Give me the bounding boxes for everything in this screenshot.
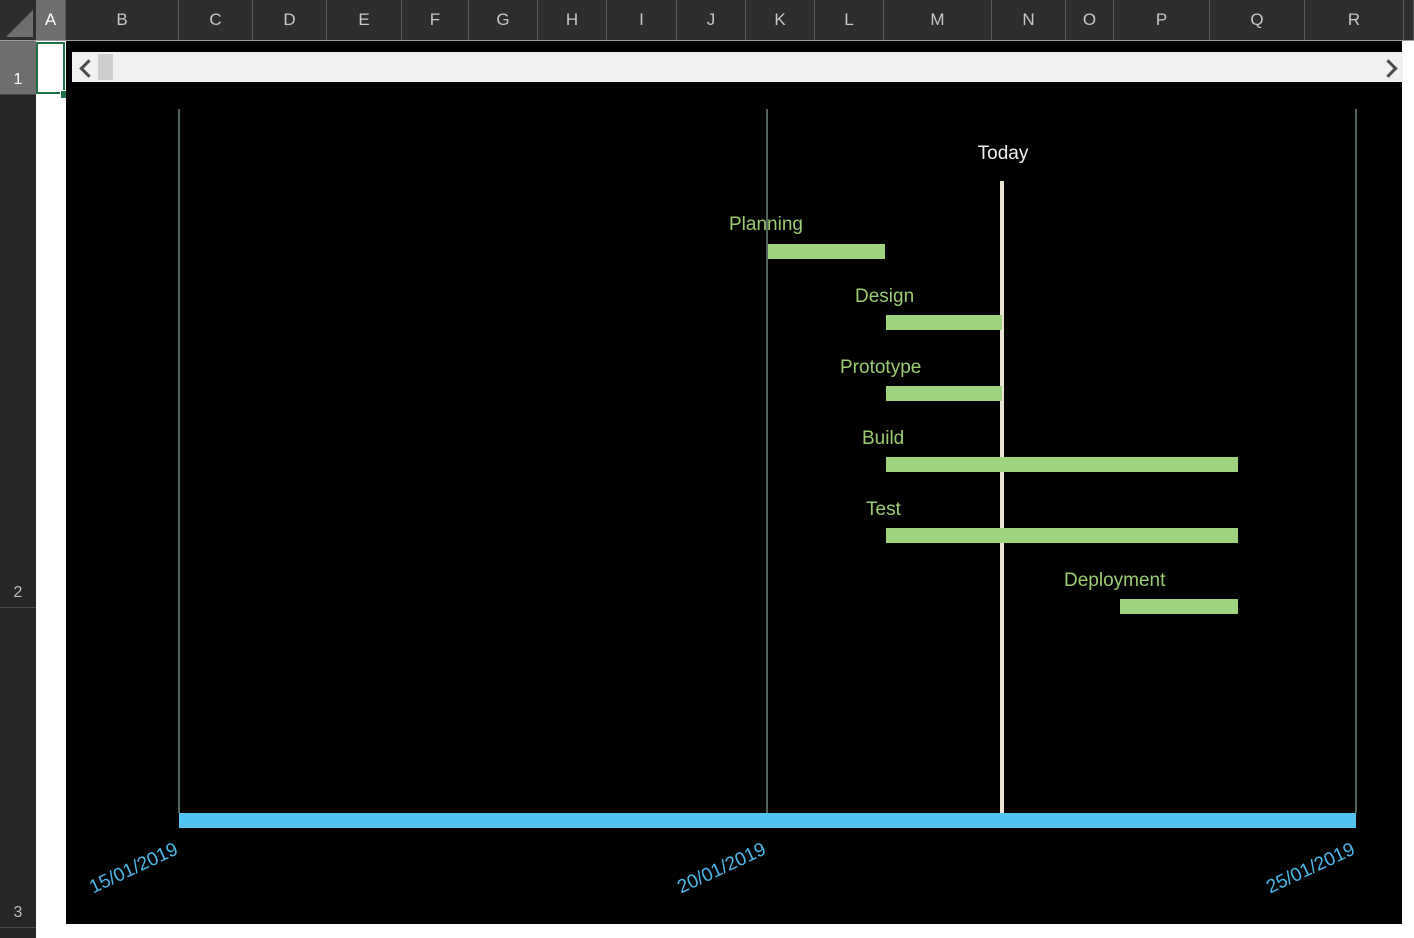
task-bar-test[interactable]	[886, 528, 1238, 543]
column-header-a[interactable]: A	[36, 0, 66, 40]
axis-label-20-01-2019: 20/01/2019	[674, 838, 770, 899]
timeline-axis-bar[interactable]	[179, 813, 1356, 828]
column-header-i[interactable]: I	[607, 0, 677, 40]
gridline-25-01	[1355, 109, 1357, 813]
task-bar-prototype[interactable]	[886, 386, 1002, 401]
today-label: Today	[977, 143, 1029, 164]
column-header-k[interactable]: K	[746, 0, 815, 40]
column-header-h[interactable]: H	[538, 0, 607, 40]
column-header-o[interactable]: O	[1066, 0, 1114, 40]
column-header-d[interactable]: D	[253, 0, 327, 40]
task-label-planning: Planning	[729, 214, 803, 235]
gantt-chart[interactable]: Today Planning Design Prototype Build Te…	[66, 41, 1402, 924]
row-header-column: 1 2 3	[0, 41, 37, 938]
column-header-m[interactable]: M	[884, 0, 992, 40]
column-header-partial[interactable]	[1404, 0, 1414, 40]
column-a-cells[interactable]	[36, 41, 66, 938]
column-header-c[interactable]: C	[179, 0, 253, 40]
column-header-l[interactable]: L	[815, 0, 884, 40]
sheet-cells-right-of-chart[interactable]	[1402, 41, 1414, 938]
task-label-build: Build	[862, 428, 905, 449]
scrollbar-thumb[interactable]	[98, 54, 113, 80]
column-header-f[interactable]: F	[402, 0, 469, 40]
axis-label-15-01-2019: 15/01/2019	[86, 838, 182, 899]
select-all-corner[interactable]	[0, 0, 37, 41]
row-header-3[interactable]: 3	[0, 608, 36, 928]
scroll-right-icon[interactable]	[1379, 59, 1398, 78]
task-label-deployment: Deployment	[1064, 570, 1166, 591]
gridline-20-01	[766, 109, 768, 813]
active-cell-selection[interactable]	[36, 42, 65, 94]
column-header-q[interactable]: Q	[1210, 0, 1305, 40]
task-bar-planning[interactable]	[768, 244, 885, 259]
task-bar-deployment[interactable]	[1120, 599, 1238, 614]
today-marker-line	[1000, 181, 1004, 820]
fill-handle[interactable]	[60, 90, 68, 98]
row-header-2[interactable]: 2	[0, 95, 36, 608]
column-header-row: A B C D E F G H I J K L M N O P Q R	[36, 0, 1414, 41]
row-header-1[interactable]: 1	[0, 41, 36, 95]
select-all-triangle-icon	[6, 10, 33, 37]
task-label-test: Test	[866, 499, 901, 520]
horizontal-scrollbar[interactable]	[72, 52, 1403, 82]
column-header-e[interactable]: E	[327, 0, 402, 40]
column-header-g[interactable]: G	[469, 0, 538, 40]
column-header-n[interactable]: N	[992, 0, 1066, 40]
sheet-cells-below-chart[interactable]	[66, 924, 1414, 938]
column-header-p[interactable]: P	[1114, 0, 1210, 40]
task-label-design: Design	[855, 286, 915, 307]
scroll-left-icon[interactable]	[79, 59, 98, 78]
task-bar-design[interactable]	[886, 315, 1002, 330]
axis-label-25-01-2019: 25/01/2019	[1263, 838, 1359, 899]
column-header-b[interactable]: B	[66, 0, 179, 40]
task-bar-build[interactable]	[886, 457, 1238, 472]
column-header-j[interactable]: J	[677, 0, 746, 40]
task-label-prototype: Prototype	[840, 357, 922, 378]
column-header-r[interactable]: R	[1305, 0, 1404, 40]
gridline-15-01	[178, 109, 180, 813]
